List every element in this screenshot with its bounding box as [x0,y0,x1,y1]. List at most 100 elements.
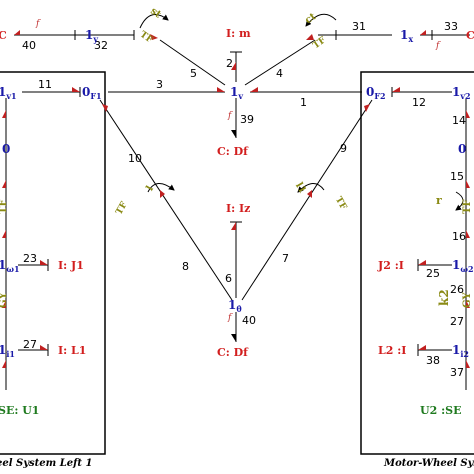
bond-number-5: 5 [190,67,197,80]
node-1i1: 1i1 [0,343,15,359]
modulation-arc-l1 [297,183,325,193]
transformer-ct: TF [311,35,328,51]
bond-5 [159,39,226,86]
node-1theta: 1θ̇ [228,298,242,314]
half-arrow-left-3 [2,230,6,238]
modulus-ct: ct [303,11,318,26]
half-arrow-7 [231,222,236,230]
bond-number-3: 3 [156,78,163,91]
bond-number-39: 39 [240,113,254,126]
half-arrow-3 [217,87,225,92]
node-1x: 1x [400,28,413,44]
flow-label-40: f [227,313,233,323]
half-arrow-10 [102,104,108,112]
bond-number-27: 27 [450,315,464,328]
bond-number-23: 23 [23,252,37,265]
bond-number-35: 31 [352,20,366,33]
transformer-left-mid: TF [0,199,9,214]
node-0-left: 0 [2,142,10,156]
bond-number-31: 27 [23,338,37,351]
caption-right-subsystem: Motor-Wheel Syst [383,458,474,469]
bond-number-32: 37 [450,366,464,379]
half-arrow-38 [14,30,20,35]
half-arrow-right-3 [466,230,470,238]
modulus-l1: l1 [293,181,308,196]
half-arrow-12 [392,87,400,92]
bond-number-12: 12 [412,96,426,109]
element-j2-i: J2 :I [377,259,404,272]
node-1v2: 1v2 [452,85,471,101]
flow-label-37: f [435,41,441,51]
half-arrow-1 [250,87,258,92]
arrow-39 [231,130,236,138]
bond-4 [244,39,316,86]
bond-10-8 [99,99,233,301]
modulus-st: st [148,6,163,21]
node-1w1: 1ω1 [0,258,20,274]
caption-left-subsystem: eel System Left 1 [0,458,92,469]
element-c-df-top: C: Df [217,145,249,158]
left-subsystem-box [0,71,106,455]
bond-number-7: 6 [225,272,232,285]
flow-label-38: f [35,19,41,29]
half-arrow-st [150,34,158,40]
modulus-k2: k2 [437,289,451,306]
half-arrow-right-1 [466,110,470,118]
modulation-arc-r [455,191,464,211]
element-l2-i: L2 :I [378,344,406,357]
modulation-arc-ct [305,13,337,27]
bond-number-1: 1 [300,96,307,109]
arrow-40 [231,334,236,342]
half-arrow-right-4 [466,300,470,308]
bond-number-36: 32 [94,39,108,52]
half-arrow-37 [420,30,426,35]
gyrator-right: GY [462,291,473,308]
half-arrow-9 [364,104,370,112]
half-arrow-right-2 [466,180,470,188]
element-c-right: C [466,29,474,42]
bond-number-40: 40 [242,314,256,327]
half-arrow-35 [306,34,314,40]
half-arrow-l [160,190,165,198]
half-arrow-11 [72,87,80,92]
modulation-arc-st [139,14,169,29]
transformer-right-mid: TF [462,199,473,214]
element-c-left: C [0,29,7,42]
element-c-df-bottom: C: Df [217,346,249,359]
bond-number-38: 40 [22,39,36,52]
bond-number-10: 10 [128,152,142,165]
modulus-r: r [436,194,442,207]
half-arrow-left-5 [2,360,6,368]
right-subsystem-box [360,71,474,455]
half-arrow-left-1 [2,110,6,118]
bond-9-6 [241,99,373,301]
bond-number-25: 25 [426,267,440,280]
element-i-m: I: m [226,27,251,40]
element-i-l1: I: L1 [58,344,86,357]
transformer-l1: TF [333,195,349,212]
bond-number-26: 26 [450,283,464,296]
node-1v: 1v [230,85,243,101]
node-1i2: 1i2 [452,343,469,359]
source-se-u1: SE: U1 [0,404,39,417]
bond-number-11: 11 [38,78,52,91]
node-1w2: 1ω2 [452,258,474,274]
bond-number-8: 8 [182,260,189,273]
flow-label-39: f [227,111,233,121]
half-arrow-right-5 [466,360,470,368]
half-arrow-25 [418,260,426,265]
half-arrow-32 [418,345,426,350]
half-arrow-left-2 [2,180,6,188]
bond-number-4: 4 [276,67,283,80]
bond-number-9: 9 [340,142,347,155]
element-i-j1: I: J1 [58,259,84,272]
bond-number-33: 38 [426,354,440,367]
node-0-right: 0 [458,142,466,156]
node-1v1: 1v1 [0,85,17,101]
bond-number-14: 14 [452,114,466,127]
node-1y: 1y [85,28,98,44]
node-0F2: 0F2 [366,85,386,101]
source-u2-se: U2 :SE [420,404,461,417]
